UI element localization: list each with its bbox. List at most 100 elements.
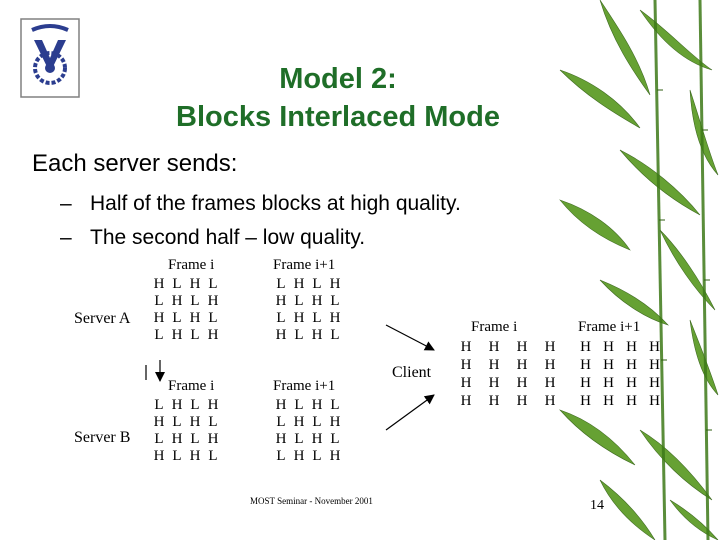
grid-cell: H bbox=[516, 393, 528, 409]
grid-cell: H bbox=[488, 393, 500, 409]
dash-bullet-icon: – bbox=[60, 192, 72, 215]
slide-title-line1: Model 2: bbox=[279, 63, 397, 95]
grid-cell: H bbox=[189, 276, 201, 292]
grid-cell: L bbox=[276, 448, 286, 464]
sub-bullet: –The second half – low quality. bbox=[60, 226, 365, 250]
grid-cell: H bbox=[189, 310, 201, 326]
grid-cell: H bbox=[580, 357, 591, 373]
grid-cell: H bbox=[460, 393, 472, 409]
grid-cell: H bbox=[275, 327, 287, 343]
sub-bullet: –Half of the frames blocks at high quali… bbox=[60, 192, 461, 216]
grid-cell: L bbox=[190, 293, 200, 309]
grid-cell: H bbox=[580, 393, 591, 409]
grid-cell: H bbox=[580, 375, 591, 391]
grid-cell: L bbox=[154, 293, 164, 309]
grid-cell: L bbox=[172, 276, 182, 292]
grid-cell: L bbox=[172, 310, 182, 326]
grid-cell: L bbox=[154, 431, 164, 447]
sub-bullet-text: Half of the frames blocks at high qualit… bbox=[90, 192, 461, 215]
grid-cell: L bbox=[208, 448, 218, 464]
main-bullet: Each server sends: bbox=[32, 150, 238, 177]
grid-cell: L bbox=[330, 397, 340, 413]
grid-cell: H bbox=[544, 357, 556, 373]
grid-cell: L bbox=[208, 310, 218, 326]
grid-cell: H bbox=[207, 293, 219, 309]
grid-cell: H bbox=[275, 397, 287, 413]
grid-cell: L bbox=[154, 397, 164, 413]
grid-cell: H bbox=[544, 393, 556, 409]
grid-cell: H bbox=[603, 393, 614, 409]
grid-cell: H bbox=[626, 357, 637, 373]
grid-cell: H bbox=[649, 393, 660, 409]
grid-cell: H bbox=[275, 293, 287, 309]
grid-cell: H bbox=[153, 414, 165, 430]
slide-title-line2: Blocks Interlaced Mode bbox=[176, 101, 500, 133]
grid-cell: L bbox=[330, 293, 340, 309]
client-label: Client bbox=[392, 364, 432, 381]
grid-cell: H bbox=[207, 327, 219, 343]
grid-cell: H bbox=[580, 339, 591, 355]
grid-cell: L bbox=[208, 276, 218, 292]
server-b-frame-i1-label: Frame i+1 bbox=[273, 378, 336, 394]
grid-cell: H bbox=[516, 339, 528, 355]
grid-cell: H bbox=[460, 375, 472, 391]
server-a-label: Server A bbox=[74, 310, 131, 327]
grid-cell: H bbox=[153, 310, 165, 326]
grid-cell: H bbox=[329, 448, 341, 464]
grid-cell: L bbox=[276, 310, 286, 326]
client-frame-i-label: Frame i bbox=[471, 319, 518, 335]
server-b-label: Server B bbox=[74, 429, 131, 446]
grid-cell: H bbox=[488, 375, 500, 391]
dash-bullet-icon: – bbox=[60, 226, 72, 249]
arrow-server-a-to-client-icon bbox=[385, 324, 435, 351]
grid-cell: H bbox=[516, 357, 528, 373]
grid-cell: L bbox=[312, 310, 322, 326]
grid-cell: H bbox=[311, 397, 323, 413]
grid-cell: H bbox=[293, 310, 305, 326]
grid-cell: L bbox=[276, 276, 286, 292]
grid-cell: H bbox=[171, 397, 183, 413]
grid-cell: H bbox=[293, 276, 305, 292]
grid-cell: H bbox=[153, 448, 165, 464]
grid-cell: H bbox=[207, 397, 219, 413]
grid-cell: H bbox=[626, 393, 637, 409]
grid-cell: L bbox=[190, 327, 200, 343]
grid-cell: H bbox=[626, 375, 637, 391]
grid-cell: H bbox=[626, 339, 637, 355]
grid-cell: H bbox=[275, 431, 287, 447]
arrow-server-b-to-client-icon bbox=[385, 394, 435, 431]
grid-cell: L bbox=[294, 293, 304, 309]
grid-cell: L bbox=[294, 327, 304, 343]
grid-cell: L bbox=[294, 431, 304, 447]
grid-cell: H bbox=[171, 431, 183, 447]
server-b-frame-i-label: Frame i bbox=[168, 378, 215, 394]
footer-text: MOST Seminar - November 2001 bbox=[250, 496, 373, 506]
server-a-frame-i1-label: Frame i+1 bbox=[273, 257, 336, 273]
grid-cell: H bbox=[460, 339, 472, 355]
grid-cell: L bbox=[294, 397, 304, 413]
